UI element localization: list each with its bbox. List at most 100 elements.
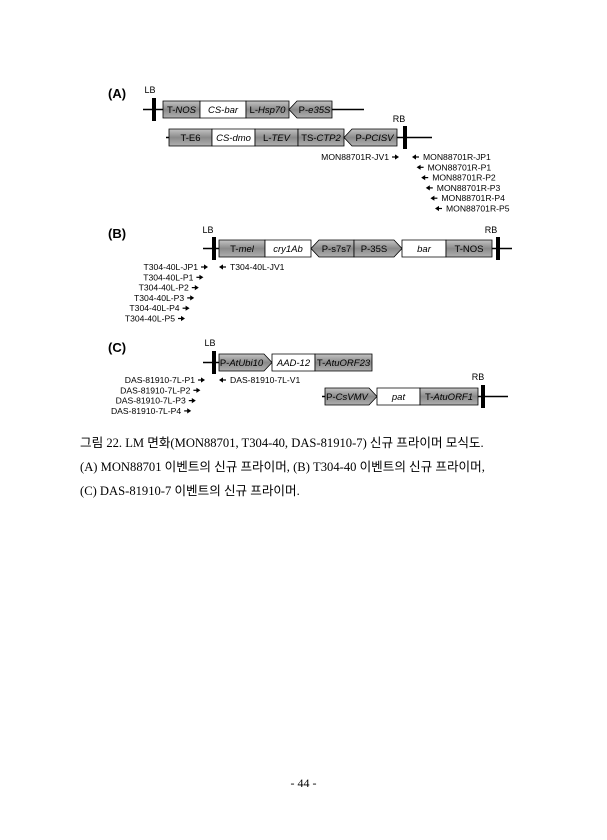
element-shape xyxy=(218,353,273,372)
gene-element-p-pcisv: P-PCISV xyxy=(343,128,398,147)
gene-element-t-e6: T-E6 xyxy=(168,128,213,147)
gene-element-l-tev: L-TEV xyxy=(254,128,299,147)
primer-arrow-icon xyxy=(201,264,208,270)
primers-panel-c: DAS-81910-7L-P1DAS-81910-7L-P2DAS-81910-… xyxy=(111,375,300,416)
border-bar xyxy=(496,237,500,260)
primer-arrow-icon xyxy=(198,377,205,383)
element-label: T-mel xyxy=(230,244,255,255)
border-bar xyxy=(481,385,485,408)
primer-label: T304-40L-P5 xyxy=(125,314,175,324)
primer-arrow-icon xyxy=(188,398,196,404)
primer-das-81910-7l-p4: DAS-81910-7L-P4 xyxy=(111,406,192,416)
primer-arrow-icon xyxy=(219,377,226,383)
element-shape xyxy=(264,239,312,258)
primer-arrow-icon xyxy=(182,305,190,311)
primer-label: MON88701R-P4 xyxy=(441,193,505,203)
primer-das-81910-7l-p1: DAS-81910-7L-P1 xyxy=(125,375,205,385)
figure-caption: 그림 22. LM 면화(MON88701, T304-40, DAS-8191… xyxy=(80,431,550,503)
element-label: T-NOS xyxy=(454,244,483,255)
element-label: cry1Ab xyxy=(273,244,303,255)
primer-arrow-icon xyxy=(412,154,419,160)
right-border-label: RB xyxy=(393,114,406,124)
primer-arrow-icon xyxy=(392,154,399,160)
primer-label: DAS-81910-7L-P2 xyxy=(120,385,190,395)
gene-element-pat: pat xyxy=(376,387,421,406)
caption-line-3: (C) DAS-81910-7 이벤트의 신규 프라이머. xyxy=(80,484,300,498)
primer-arrow-icon xyxy=(219,264,226,270)
element-label: CS-dmo xyxy=(216,133,251,144)
element-shape xyxy=(245,100,290,119)
border-bar xyxy=(212,351,216,374)
border-bar xyxy=(152,98,156,121)
gene-element-t-atuorf23: T-AtuORF23 xyxy=(314,353,373,372)
element-label: P-e35S xyxy=(299,105,331,116)
element-label: L-TEV xyxy=(263,133,292,144)
gene-element-bar: bar xyxy=(401,239,447,258)
panel-label: (C) xyxy=(108,340,126,355)
panel-label: (A) xyxy=(108,86,126,101)
primer-das-81910-7l-v1: DAS-81910-7L-V1 xyxy=(219,375,300,385)
gene-element-p-e35s: P-e35S xyxy=(288,100,333,119)
right-border-label: RB xyxy=(472,372,485,382)
primer-mon88701r-jv1: MON88701R-JV1 xyxy=(321,152,399,162)
primer-label: MON88701R-P1 xyxy=(428,162,492,172)
gene-element-cry1ab: cry1Ab xyxy=(264,239,312,258)
primer-das-81910-7l-p2: DAS-81910-7L-P2 xyxy=(120,385,201,395)
primer-mon88701r-p2: MON88701R-P2 xyxy=(421,173,496,183)
primer-mon88701r-jp1: MON88701R-JP1 xyxy=(412,152,491,162)
element-shape xyxy=(419,387,479,406)
left-border-label: LB xyxy=(202,225,213,235)
primer-t304-40l-p4: T304-40L-P4 xyxy=(129,303,190,313)
primer-label: DAS-81910-7L-P4 xyxy=(111,406,181,416)
primer-arrow-icon xyxy=(435,205,442,212)
primer-t304-40l-p1: T304-40L-P1 xyxy=(143,272,204,282)
primer-mon88701r-p1: MON88701R-P1 xyxy=(416,162,492,172)
primer-arrow-icon xyxy=(416,164,424,170)
page-number: - 44 - xyxy=(290,776,317,790)
gene-element-cs-dmo: CS-dmo xyxy=(211,128,256,147)
element-shape xyxy=(353,239,403,258)
primer-label: MON88701R-P2 xyxy=(432,173,496,183)
primer-das-81910-7l-p3: DAS-81910-7L-P3 xyxy=(116,396,196,406)
element-shape xyxy=(343,128,398,147)
element-label: TS-CTP2 xyxy=(301,133,341,144)
element-label: CS-bar xyxy=(208,105,239,116)
primer-label: MON88701R-P3 xyxy=(437,183,501,193)
primer-t304-40l-jv1: T304-40L-JV1 xyxy=(219,262,285,272)
panel-label: (B) xyxy=(108,226,126,241)
primer-arrow-icon xyxy=(184,408,192,414)
primer-t304-40l-p2: T304-40L-P2 xyxy=(139,283,199,293)
gene-element-t-nos: T-NOS xyxy=(162,100,201,119)
element-shape xyxy=(297,128,345,147)
primer-mon88701r-p5: MON88701R-P5 xyxy=(435,204,510,214)
primer-label: T304-40L-P3 xyxy=(134,293,184,303)
element-label: T-AtuORF23 xyxy=(317,358,371,369)
primer-label: DAS-81910-7L-P1 xyxy=(125,375,195,385)
primer-label: T304-40L-P2 xyxy=(139,283,189,293)
primers-panel-b: T304-40L-JP1T304-40L-P1T304-40L-P2T304-4… xyxy=(125,262,285,324)
left-border-label: LB xyxy=(144,85,155,95)
primer-label: DAS-81910-7L-V1 xyxy=(230,375,300,385)
primer-label: T304-40L-JV1 xyxy=(230,262,285,272)
primer-label: MON88701R-P5 xyxy=(446,204,510,214)
border-bar xyxy=(212,237,216,260)
element-shape xyxy=(314,353,373,372)
primer-arrow-icon xyxy=(425,185,433,191)
primer-t304-40l-p3: T304-40L-P3 xyxy=(134,293,195,303)
gene-element-t-atuorf1: T-AtuORF1 xyxy=(419,387,479,406)
primer-t304-40l-p5: T304-40L-P5 xyxy=(125,314,185,324)
element-label: T-AtuORF1 xyxy=(425,392,473,403)
left-border-label: LB xyxy=(204,338,215,348)
element-label: T-E6 xyxy=(180,133,200,144)
primer-t304-40l-jp1: T304-40L-JP1 xyxy=(144,262,208,272)
primer-label: T304-40L-P1 xyxy=(143,272,193,282)
element-shape xyxy=(445,239,493,258)
primer-label: T304-40L-JP1 xyxy=(144,262,199,272)
construct-C2: P-CsVMV pat T-AtuORF1 RB xyxy=(322,372,508,408)
element-label: P-CsVMV xyxy=(326,392,369,403)
border-bar xyxy=(403,126,407,149)
element-label: P-AtUbi10 xyxy=(220,358,264,369)
